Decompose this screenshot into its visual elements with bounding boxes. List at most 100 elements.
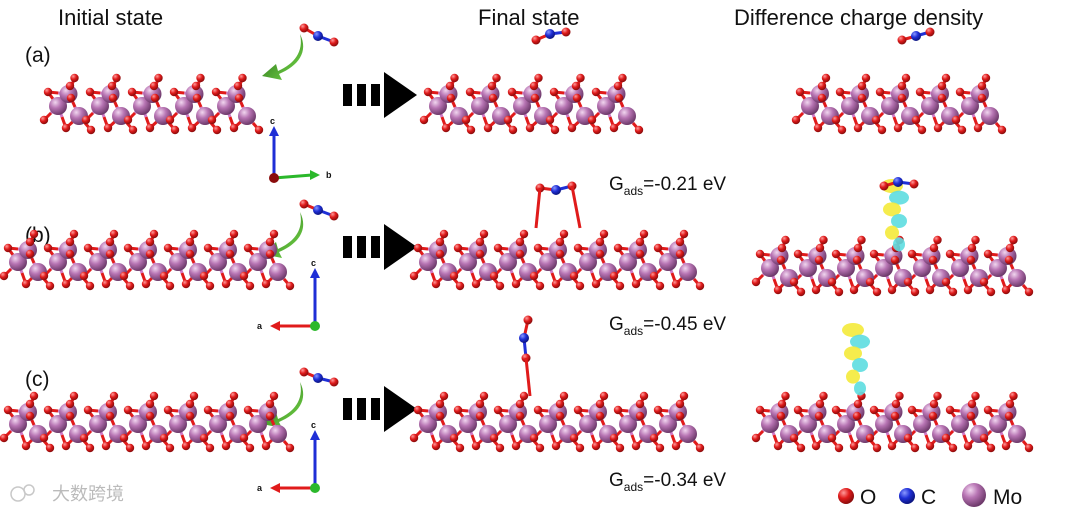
o-atom [3, 405, 13, 415]
o-atom [776, 411, 786, 421]
axis-label-side-a: b [326, 170, 332, 180]
axis-label-c-c: c [311, 420, 316, 430]
o-atom [971, 391, 980, 401]
o-atom [229, 391, 239, 401]
mo-atom [1008, 269, 1026, 287]
o-atom [1001, 441, 1011, 451]
o-atom [595, 399, 605, 409]
o-atom [149, 81, 159, 91]
o-atom [535, 281, 545, 291]
o-atom [793, 405, 803, 415]
o-atom [465, 87, 475, 97]
o-atom [631, 279, 641, 289]
mo-atom [89, 415, 107, 433]
mo-atom [989, 415, 1007, 433]
o-atom [225, 399, 235, 409]
slab-difference-c [751, 391, 1034, 453]
o-atom [897, 93, 907, 103]
o-atom [827, 433, 837, 443]
o-atom [559, 229, 569, 239]
o-atom [0, 433, 9, 443]
o-atom [159, 433, 169, 443]
o-atom [269, 391, 279, 401]
o-atom [453, 243, 463, 253]
o-atom [431, 441, 441, 451]
o-atom [169, 87, 179, 97]
axis-label-side-c: a [257, 483, 263, 493]
o-atom [835, 87, 845, 97]
molecule-final-c [519, 315, 533, 363]
c-atom [313, 205, 323, 215]
o-atom [837, 125, 847, 135]
o-atom [776, 255, 786, 265]
o-atom [492, 73, 501, 83]
o-atom [834, 443, 844, 453]
o-atom [488, 93, 498, 103]
o-atom [895, 391, 904, 401]
o-atom [529, 433, 539, 443]
o-atom [635, 237, 645, 247]
o-atom [225, 411, 235, 421]
o-atom [551, 441, 561, 451]
o-atom [105, 249, 115, 259]
o-atom [592, 125, 602, 135]
o-atom [817, 81, 827, 91]
watermark: 大数跨境 [10, 484, 124, 504]
o-atom [675, 399, 685, 409]
o-atom [245, 443, 255, 453]
o-atom [145, 411, 155, 421]
o-atom [181, 279, 191, 289]
o-atom [163, 243, 173, 253]
o-atom [123, 405, 133, 415]
o-atom [755, 249, 765, 259]
o-atom [951, 115, 961, 125]
o-atom [981, 73, 991, 83]
o-atom [937, 93, 947, 103]
o-atom [571, 81, 581, 91]
o-atom [869, 249, 879, 259]
mo-atom [513, 97, 531, 115]
mo-atom [597, 97, 615, 115]
o-atom [613, 405, 623, 415]
o-atom [1004, 411, 1014, 421]
molecule-difference-b [879, 177, 919, 191]
o-atom [966, 411, 976, 421]
o-atom [857, 81, 867, 91]
o-atom [85, 443, 95, 453]
o-atom [615, 281, 625, 291]
o-atom [154, 73, 163, 83]
o-atom [903, 277, 913, 287]
o-atom [1024, 287, 1034, 297]
o-atom [591, 87, 601, 97]
o-atom [21, 279, 31, 289]
o-atom [639, 229, 649, 239]
o-atom [187, 123, 197, 133]
axis-label-c-a: c [270, 116, 275, 126]
o-atom [609, 123, 619, 133]
charge-density-c [842, 323, 870, 396]
o-atom [853, 243, 863, 253]
o-atom [573, 405, 583, 415]
o-atom [530, 93, 540, 103]
o-atom [43, 87, 53, 97]
o-atom [910, 287, 920, 297]
mo-atom [9, 253, 27, 271]
o-atom [25, 411, 35, 421]
slab-final-a [419, 73, 644, 135]
o-atom [203, 405, 213, 415]
mo-atom [238, 107, 256, 125]
o-atom [983, 405, 993, 415]
o-atom [861, 73, 871, 83]
mo-atom [679, 425, 697, 443]
o-atom [910, 443, 920, 453]
o-atom [831, 115, 841, 125]
o-atom [813, 123, 823, 133]
o-atom [631, 441, 641, 451]
o-atom [979, 433, 989, 443]
o-atom [123, 243, 133, 253]
legend-carbon-label: C [921, 486, 936, 509]
o-atom [929, 243, 939, 253]
mo-atom [249, 415, 267, 433]
o-atom [986, 443, 996, 453]
o-atom [907, 249, 917, 259]
